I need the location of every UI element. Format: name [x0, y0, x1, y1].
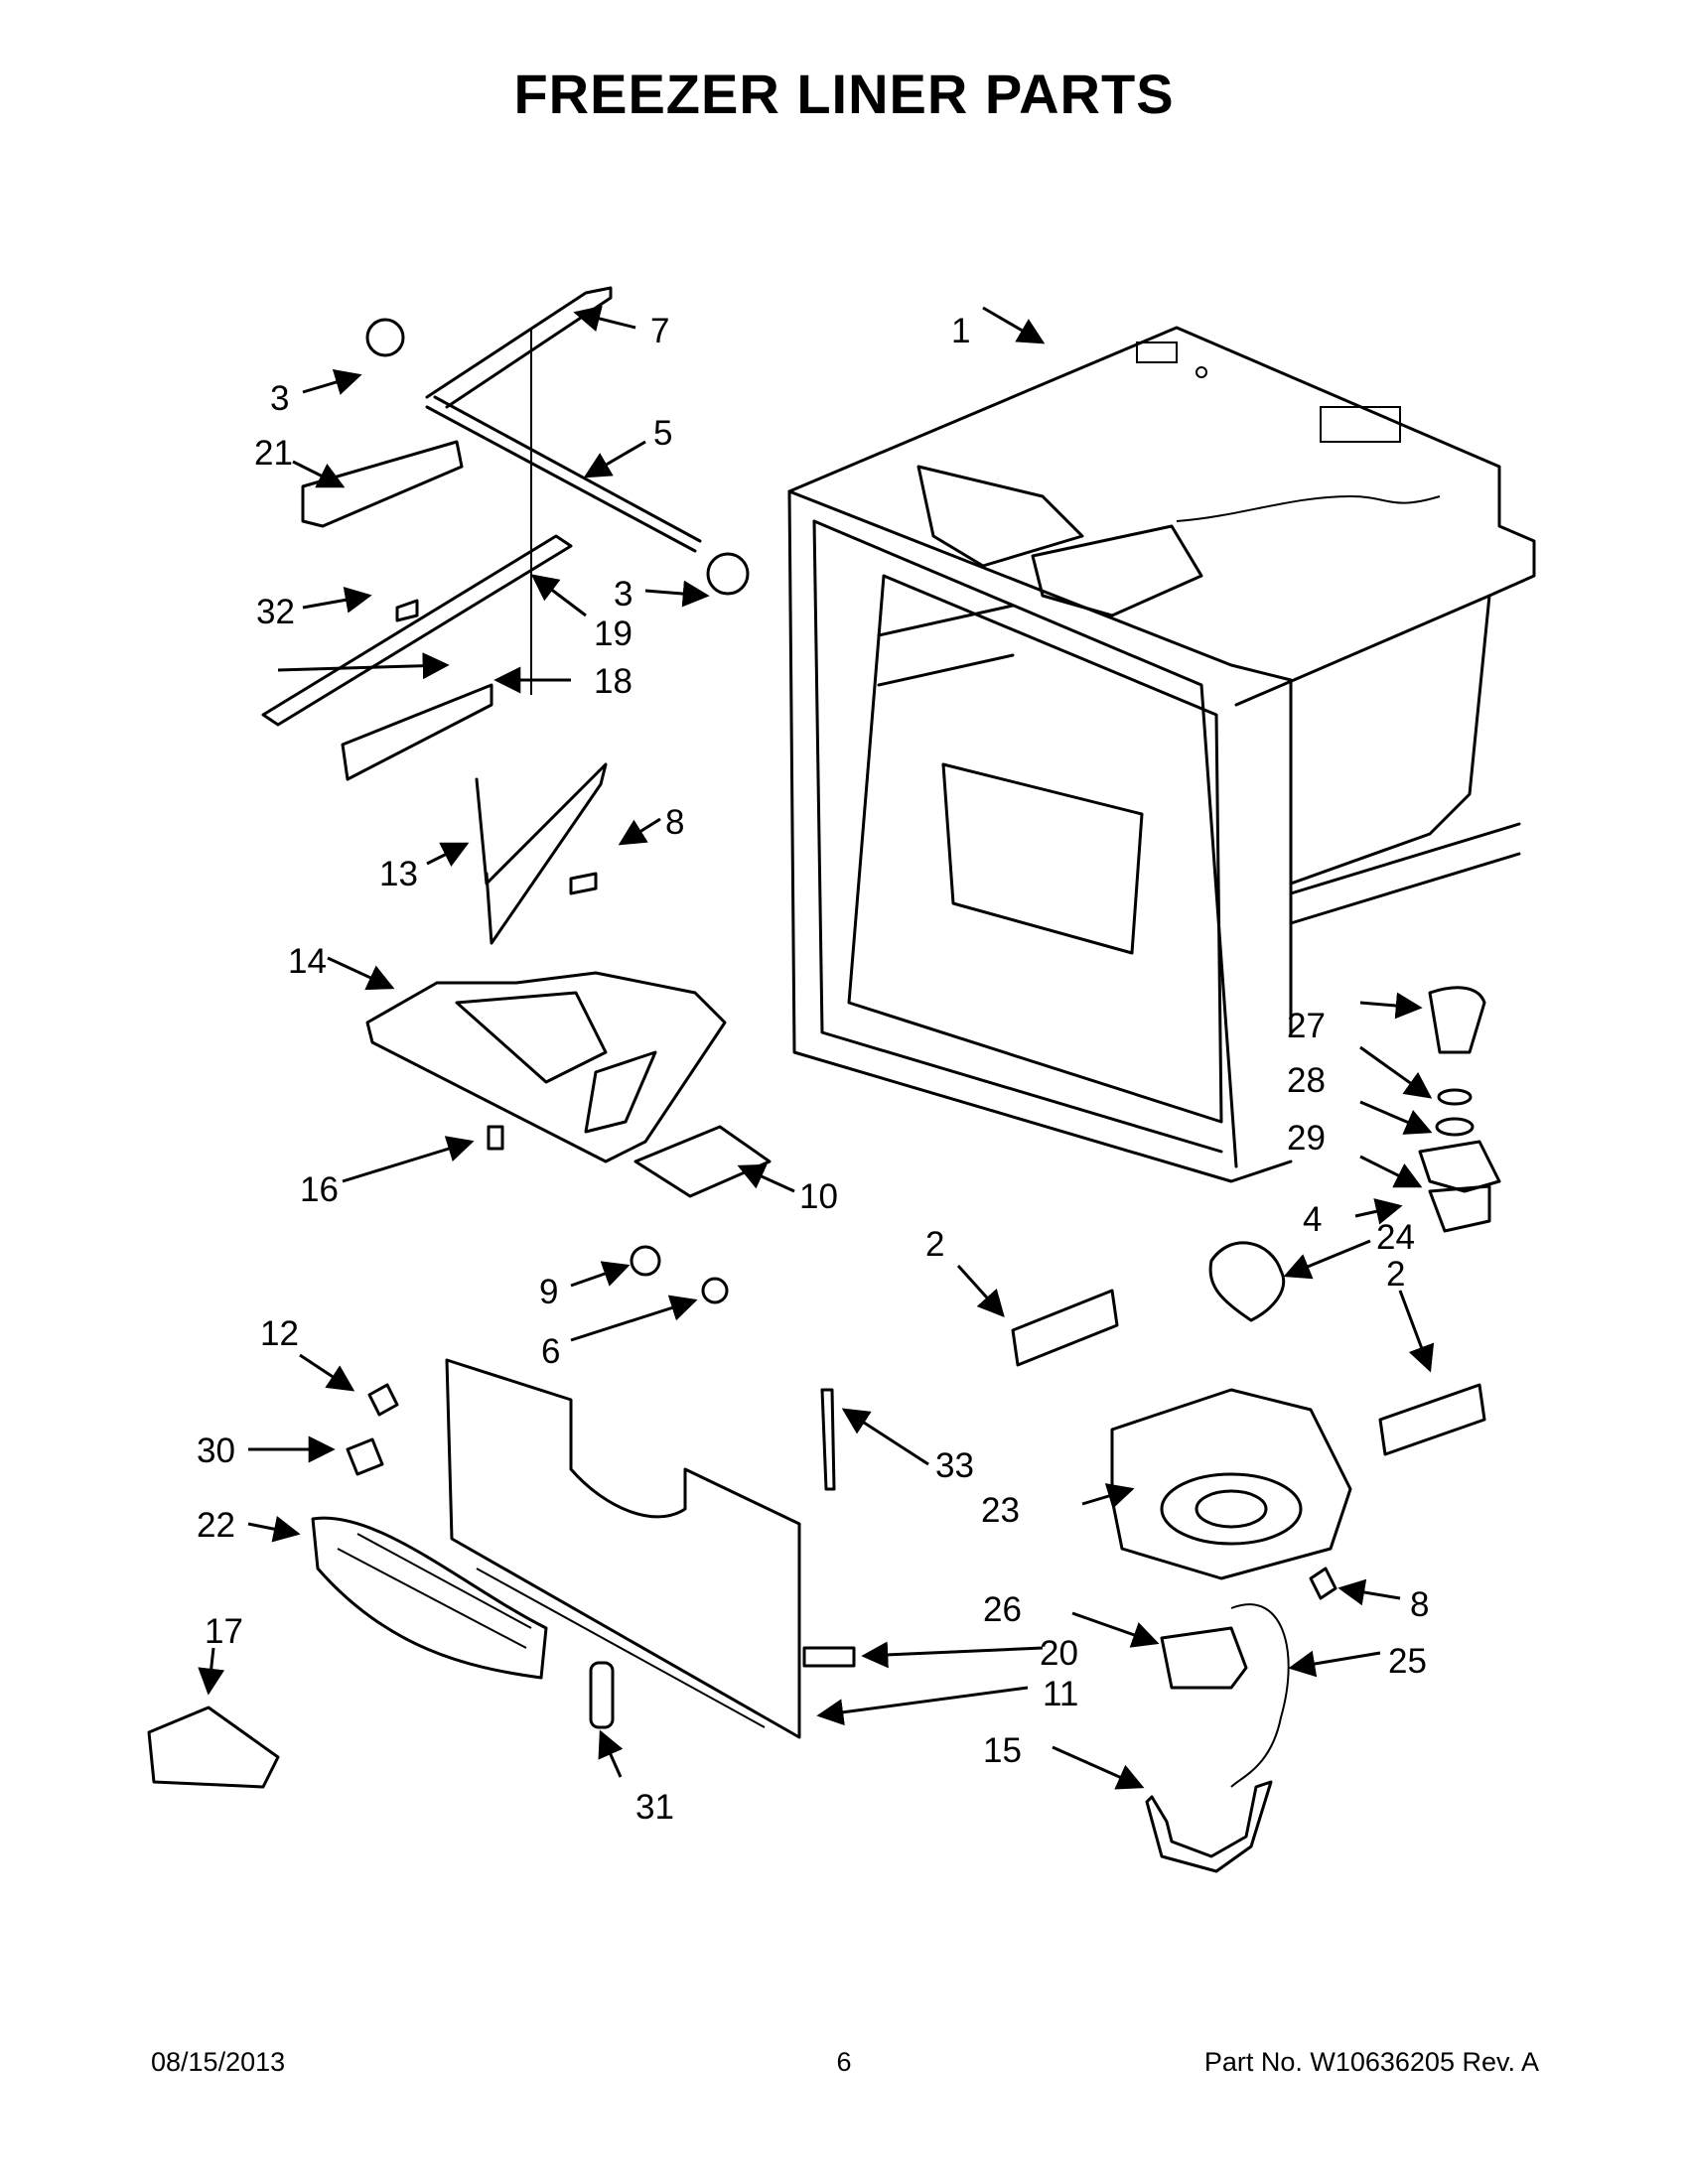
freezer-liner-part [787, 326, 1536, 1183]
callout-13: 13 [379, 855, 418, 893]
motor-bracket-part [1145, 1780, 1273, 1873]
callout-11: 11 [1043, 1675, 1078, 1713]
callout-12: 12 [260, 1314, 299, 1353]
callout-18: 18 [594, 662, 633, 701]
callout-1: 1 [951, 312, 970, 350]
callout-8: 8 [665, 803, 684, 842]
cover-17-part [147, 1706, 280, 1789]
wire-harness-part [1230, 1603, 1290, 1788]
callout-14: 14 [288, 942, 327, 981]
callout-21: 21 [254, 434, 293, 473]
switch-part [487, 1125, 504, 1151]
grille-part [311, 1516, 548, 1680]
callout-4: 4 [1303, 1200, 1322, 1239]
callout-3: 3 [270, 379, 289, 418]
rear-panel-part [445, 1358, 801, 1739]
foam-pad-right-part [1378, 1383, 1486, 1456]
callout-25: 25 [1388, 1642, 1427, 1681]
callout-19: 19 [594, 614, 633, 653]
callout-23: 23 [981, 1491, 1020, 1530]
callout-29: 29 [1287, 1119, 1326, 1158]
air-duct-tray-part [365, 971, 727, 1163]
fan-motor-part [1160, 1626, 1248, 1690]
callout-32: 32 [256, 593, 295, 631]
callout-5: 5 [653, 414, 672, 453]
footer-part-number: Part No. W10636205 Rev. A [1203, 2047, 1539, 2077]
callout-20: 20 [1040, 1634, 1078, 1673]
callout-16: 16 [300, 1170, 339, 1209]
foam-pad-left-part [1011, 1289, 1119, 1367]
callout-2: 2 [925, 1225, 944, 1264]
callout-10: 10 [799, 1177, 838, 1216]
callout-28: 28 [1287, 1061, 1326, 1100]
callout-7: 7 [650, 312, 669, 350]
callout-6: 6 [541, 1332, 560, 1371]
screw-12-part [367, 1383, 399, 1417]
fan-blade-part [1208, 1241, 1286, 1322]
filter-sheet-part [633, 1125, 772, 1198]
lamp-bulb-part [701, 1277, 729, 1304]
callout-leaders [198, 305, 1435, 1790]
callout-9: 9 [539, 1273, 558, 1311]
callout-26: 26 [983, 1590, 1022, 1629]
callout-3-lower: 3 [614, 575, 633, 614]
callout-22: 22 [197, 1506, 235, 1545]
callout-33: 33 [935, 1446, 974, 1485]
callout-27: 27 [1287, 1007, 1326, 1045]
rail-and-gear-assembly [261, 286, 750, 945]
callout-17: 17 [205, 1612, 243, 1651]
callout-30: 30 [197, 1432, 235, 1470]
callout-31: 31 [635, 1788, 674, 1827]
page-title: FREEZER LINER PARTS [513, 63, 1175, 125]
thermistor-31-part [589, 1661, 615, 1729]
callout-15: 15 [983, 1731, 1022, 1770]
callout-24: 24 [1376, 1218, 1415, 1257]
footer-page-number: 6 [836, 2047, 852, 2077]
sensor-33-part [820, 1388, 836, 1491]
callout-8-lower: 8 [1410, 1585, 1429, 1624]
callout-labels: 1 2 2 3 3 4 5 6 7 8 8 9 10 11 12 13 14 1… [197, 312, 1429, 1827]
lamp-socket-part [630, 1245, 661, 1277]
screw-8-lower-part [1309, 1567, 1337, 1600]
callout-2-right: 2 [1386, 1255, 1405, 1294]
footer-date: 08/15/2013 [151, 2047, 286, 2077]
gasket-strip-part [802, 1646, 856, 1668]
clip-30-part [346, 1437, 384, 1476]
fan-housing-part [1110, 1388, 1352, 1580]
drain-fittings [1418, 986, 1501, 1233]
